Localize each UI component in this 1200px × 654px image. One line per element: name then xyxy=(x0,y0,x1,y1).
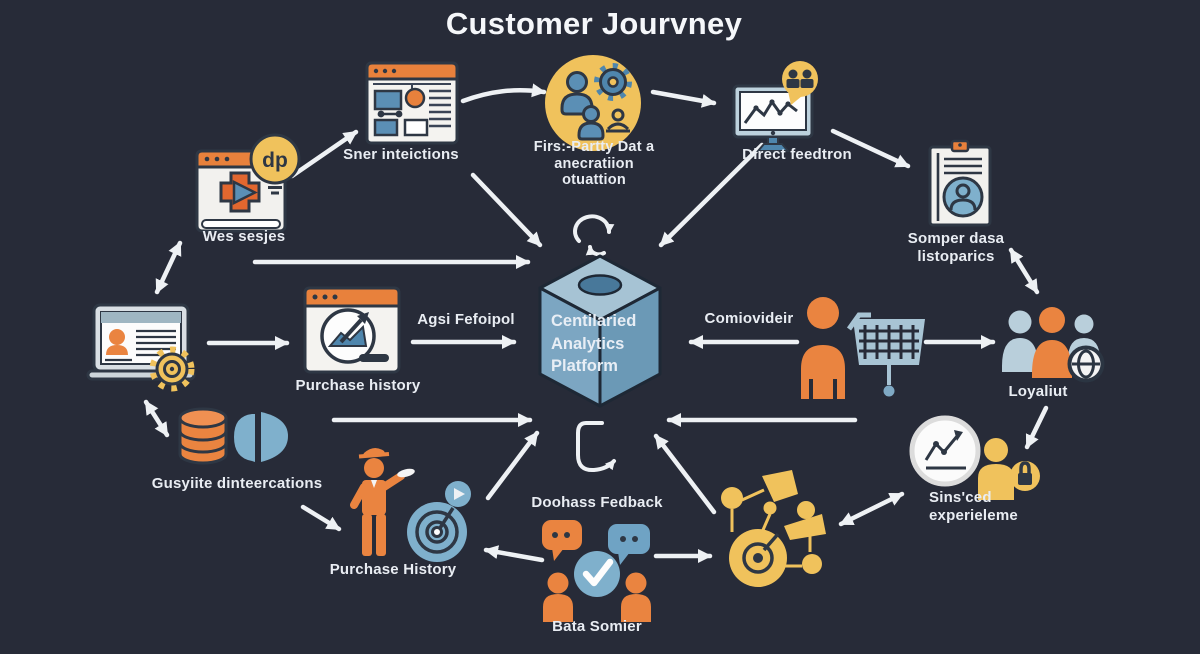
arrow-loyalty-to-personalized xyxy=(1024,405,1049,450)
arrow-laptop-interactions xyxy=(143,399,170,438)
arrow-web-sessions-to-user-interactions xyxy=(289,129,359,179)
laptop-profile-gear-icon xyxy=(86,303,196,392)
browser-chart-icon xyxy=(303,286,401,374)
arrow-web-sessions-laptop xyxy=(154,240,183,295)
arrow-cluster-to-platform xyxy=(653,433,717,515)
idea-bulb-icon: dp xyxy=(249,133,301,195)
arrow-platform-hook-bottom xyxy=(576,421,616,473)
arrow-direct-feedback-to-customer-data xyxy=(830,128,911,169)
arrow-user-interactions-to-first-party xyxy=(460,83,547,104)
label-web-sessions: Wes sesjes xyxy=(202,228,286,245)
monitor-chart-icon xyxy=(732,61,818,152)
label-loyalty: Loyaliut xyxy=(1008,383,1068,400)
svg-text:dp: dp xyxy=(262,149,288,172)
arrow-platform-loop-top-small xyxy=(585,245,606,257)
arrow-interactions-to-person xyxy=(300,504,342,532)
arrow-first-party-to-direct-feedback xyxy=(650,89,717,108)
feedback-bubble-icon xyxy=(782,61,818,105)
chat-people-check-icon xyxy=(542,520,651,622)
arrow-user-interactions-to-platform-top xyxy=(470,172,543,248)
label-purchase-history: Purchase history xyxy=(295,377,421,394)
page-title: Customer Jourvney xyxy=(445,6,743,41)
arrow-target-to-platform xyxy=(485,430,540,501)
label-first-party-data: Firs:-Partty Dat a anecratiion otuattion xyxy=(533,139,655,188)
label-data-feedback: Doohass Fedback xyxy=(531,494,663,511)
label-comiovideir-arrow: Comiovideir xyxy=(704,310,794,327)
label-direct-feedback: Direct feedtron xyxy=(742,146,852,163)
platform-label: Centilaried Analytics Platform xyxy=(551,312,637,375)
cube-3d-icon xyxy=(538,254,662,408)
label-user-interactions: Sner inteictions xyxy=(343,146,459,163)
browser-video-icon: dp xyxy=(195,133,301,233)
gear-icon xyxy=(149,346,195,392)
network-cluster-icon xyxy=(721,470,826,587)
database-megaphone-icon xyxy=(178,407,288,465)
person-lock-icon xyxy=(978,438,1040,500)
arrow-customer-data-loyalty xyxy=(1008,247,1040,295)
person-figure-icon xyxy=(350,447,415,556)
globe-icon xyxy=(1067,345,1105,383)
check-circle-icon xyxy=(574,551,620,597)
megaphone-icon xyxy=(234,412,288,462)
label-purchase-person: Purchase History xyxy=(329,561,457,578)
arrow-platform-loop-top xyxy=(573,214,615,243)
arrow-direct-feedback-to-platform-top xyxy=(658,142,765,248)
browser-wireframe-icon xyxy=(365,61,459,145)
label-customer-data: Somper dasa listoparics xyxy=(907,230,1005,265)
people-gear-icon xyxy=(545,55,641,151)
document-profile-icon xyxy=(928,139,992,227)
arrow-data-sharing-to-target xyxy=(483,545,545,563)
target-flag-icon xyxy=(407,481,471,562)
label-agsi-arrow: Agsi Fefoipol xyxy=(417,311,515,328)
person-cart-icon xyxy=(801,297,925,399)
growth-chart-icon xyxy=(909,415,981,487)
label-customer-interactions: Gusyiite dinteercations xyxy=(151,475,323,492)
arrow-personalized-cluster xyxy=(838,491,905,527)
cart-icon xyxy=(846,312,925,397)
database-icon xyxy=(178,407,228,465)
label-personalized: Sins'ced experieleme xyxy=(929,489,1018,524)
gear-icon xyxy=(594,63,632,101)
label-data-sharing: Bata Somier xyxy=(552,618,642,635)
people-group-globe-icon xyxy=(1002,307,1105,383)
growth-chart-person-lock-icon xyxy=(909,415,1040,500)
